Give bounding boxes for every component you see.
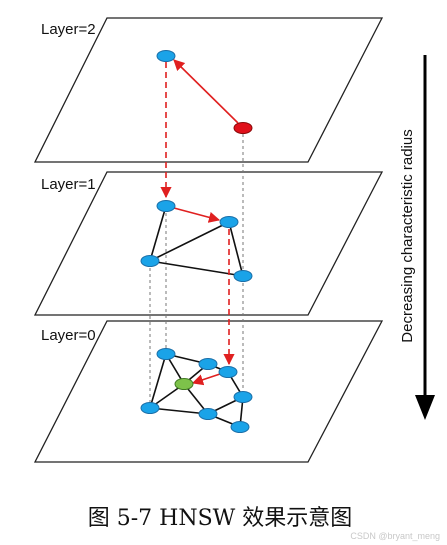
greedy-move-arrow (173, 59, 239, 124)
entry-node (233, 122, 253, 134)
target-node (174, 378, 194, 390)
graph-edge (149, 260, 244, 277)
watermark: CSDN @bryant_meng (350, 531, 440, 541)
greedy-move-arrow (173, 207, 221, 223)
graph-node (156, 200, 176, 212)
layer-2-label: Layer=2 (41, 21, 96, 38)
graph-edge (149, 221, 230, 262)
layer-1-edges (149, 205, 244, 277)
graph-node (219, 216, 239, 228)
search-descents (160, 62, 235, 366)
layer-1-plane (33, 171, 384, 316)
graph-edge (149, 205, 167, 262)
layer-0-label: Layer=0 (41, 327, 96, 344)
graph-node (140, 402, 160, 414)
axis-label: Decreasing characteristic radius (399, 129, 416, 342)
graph-node (156, 348, 176, 360)
graph-edge (149, 353, 167, 409)
layer-0-plane (33, 320, 384, 463)
graph-node (218, 366, 238, 378)
graph-node (156, 50, 176, 62)
layer-2-plane (33, 17, 384, 163)
graph-node (233, 270, 253, 282)
greedy-move-arrow (191, 373, 221, 386)
graph-edge (149, 407, 209, 415)
search-moves (173, 59, 239, 386)
projection-lines (149, 128, 244, 408)
graph-node (230, 421, 250, 433)
graph-node (198, 408, 218, 420)
graph-node (233, 391, 253, 403)
graph-node (198, 358, 218, 370)
graph-node (140, 255, 160, 267)
down-arrow-icon (415, 395, 435, 420)
figure-caption: 图 5-7 HNSW 效果示意图 (88, 506, 353, 531)
graph-edge (228, 221, 244, 277)
layer-1-label: Layer=1 (41, 176, 96, 193)
